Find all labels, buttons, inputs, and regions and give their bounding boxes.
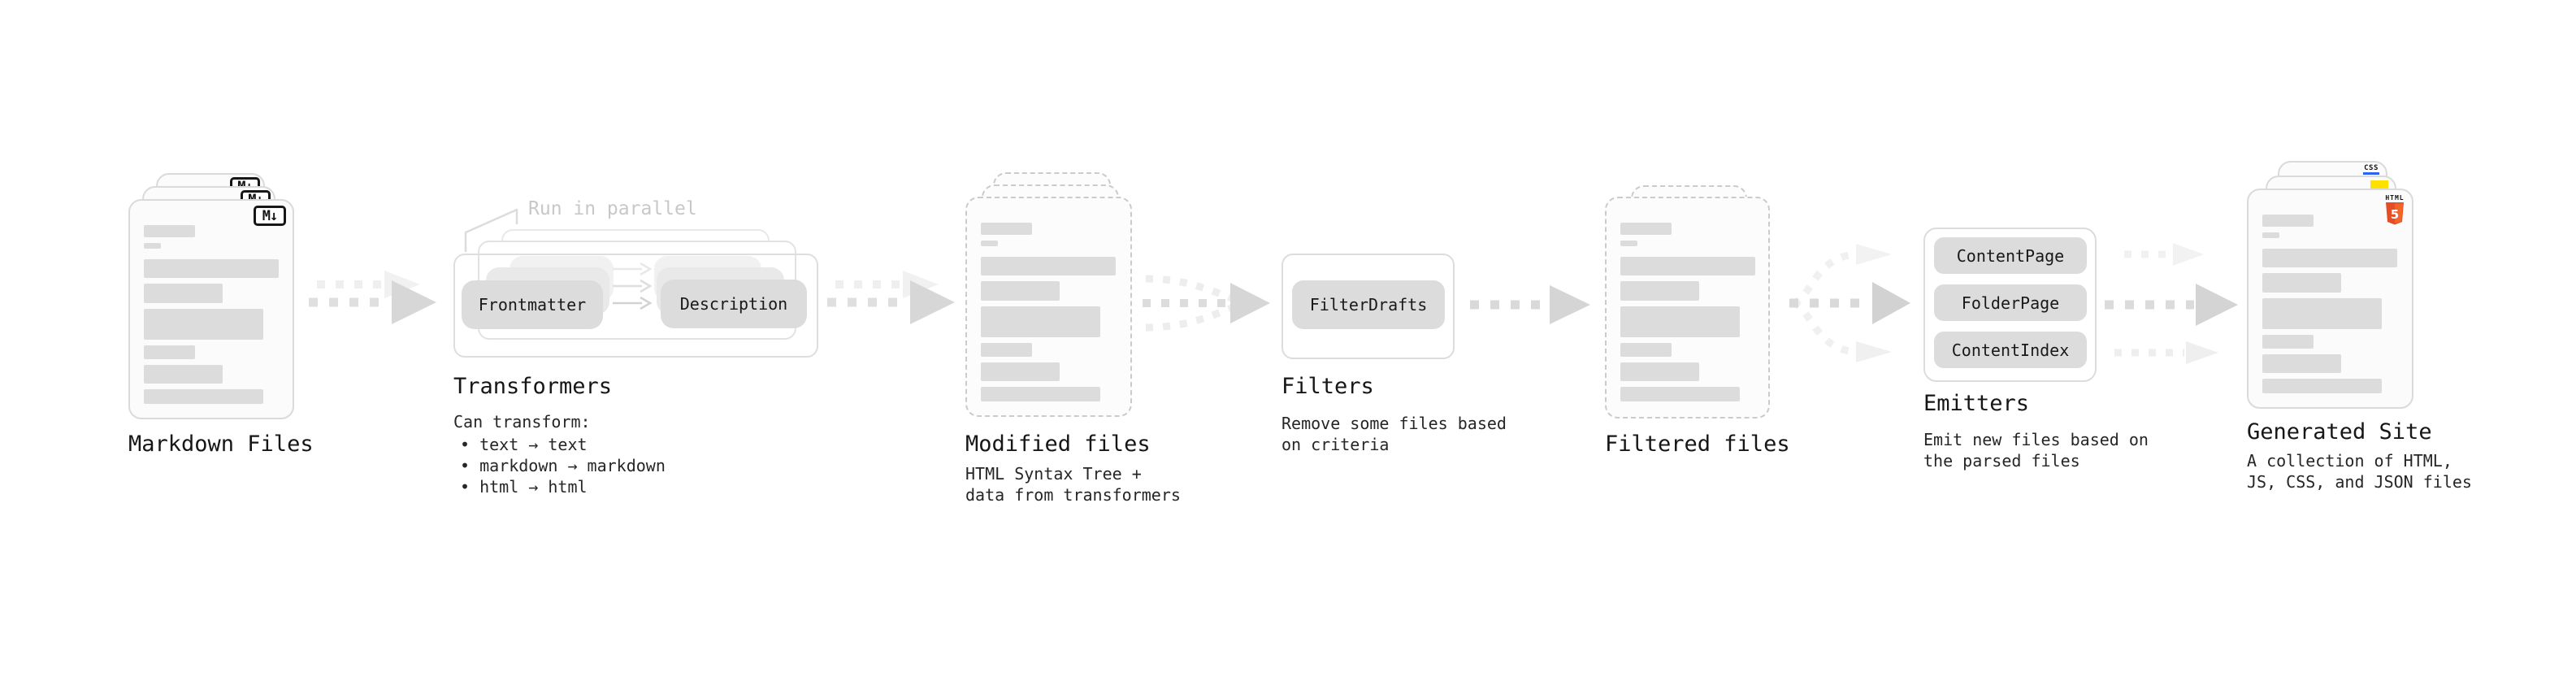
parallel-arrows-icon	[613, 262, 653, 310]
filter-pill-filterdrafts: FilterDrafts	[1292, 280, 1445, 329]
html5-badge: HTML 5	[2383, 194, 2407, 228]
stage-title-modified-files: Modified files	[965, 432, 1151, 457]
caption-line: JS, CSS, and JSON files	[2247, 472, 2472, 492]
fanout-arrow-icon	[1789, 244, 1910, 362]
emitter-pill-contentindex: ContentIndex	[1934, 332, 2087, 368]
stage-title-emitters: Emitters	[1923, 391, 2030, 416]
merge-arrow-icon	[1143, 275, 1270, 332]
html5-icon: 5	[2386, 202, 2404, 225]
stage-title-filtered-files: Filtered files	[1605, 432, 1790, 457]
stage-title-filters: Filters	[1281, 374, 1374, 399]
css-icon-label: CSS	[2364, 164, 2379, 172]
filters-caption: Remove some files based on criteria	[1281, 413, 1507, 455]
caption-line: on criteria	[1281, 435, 1390, 454]
markdown-icon: M↓	[254, 206, 286, 226]
generated-file-card-html: HTML 5	[2247, 189, 2413, 409]
stage-title-transformers: Transformers	[453, 374, 613, 399]
css-icon-underline	[2363, 172, 2379, 175]
caption-line: the parsed files	[1923, 451, 2080, 471]
flow-arrow-icon	[309, 271, 436, 324]
caption-line: Remove some files based	[1281, 414, 1507, 433]
emitters-caption: Emit new files based on the parsed files	[1923, 429, 2149, 471]
caption-line: HTML Syntax Tree +	[965, 464, 1142, 484]
annotation-leader-line	[464, 208, 518, 252]
emitter-pill-contentpage: ContentPage	[1934, 237, 2087, 274]
bullet-item: • text → text	[460, 435, 588, 454]
caption-line: Emit new files based on	[1923, 430, 2149, 449]
transformer-pill-frontmatter: Frontmatter	[462, 280, 603, 329]
modified-files-caption: HTML Syntax Tree + data from transformer…	[965, 463, 1181, 505]
html5-icon-label: HTML	[2385, 194, 2405, 202]
caption-line: data from transformers	[965, 485, 1181, 505]
filtered-file-card	[1605, 197, 1770, 419]
markdown-file-card: M↓	[128, 199, 294, 419]
modified-file-card	[965, 197, 1132, 417]
transformer-box	[453, 254, 818, 358]
document-skeleton	[2262, 215, 2397, 393]
flow-arrow-icon	[827, 271, 955, 324]
emit-arrows-icon	[2105, 243, 2238, 364]
css-icon: CSS	[2361, 165, 2381, 175]
transformers-caption: Can transform:	[453, 411, 591, 432]
run-in-parallel-label: Run in parallel	[528, 198, 697, 219]
flow-arrow-icon	[1470, 285, 1590, 324]
document-skeleton	[981, 223, 1116, 401]
generated-site-caption: A collection of HTML, JS, CSS, and JSON …	[2247, 450, 2472, 492]
document-skeleton	[1620, 223, 1755, 401]
transformer-pill-description: Description	[661, 280, 807, 328]
emitter-pill-folderpage: FolderPage	[1934, 284, 2087, 321]
js-icon	[2370, 180, 2388, 189]
html5-icon-number: 5	[2391, 207, 2399, 222]
transformers-bullet-list: • text → text • markdown → markdown • ht…	[460, 434, 666, 497]
bullet-item: • html → html	[460, 477, 588, 497]
bullet-item: • markdown → markdown	[460, 456, 666, 475]
document-skeleton	[144, 225, 279, 404]
caption-line: Can transform:	[453, 412, 591, 432]
stage-title-markdown-files: Markdown Files	[128, 432, 314, 457]
stage-title-generated-site: Generated Site	[2247, 419, 2432, 445]
caption-line: A collection of HTML,	[2247, 451, 2452, 471]
